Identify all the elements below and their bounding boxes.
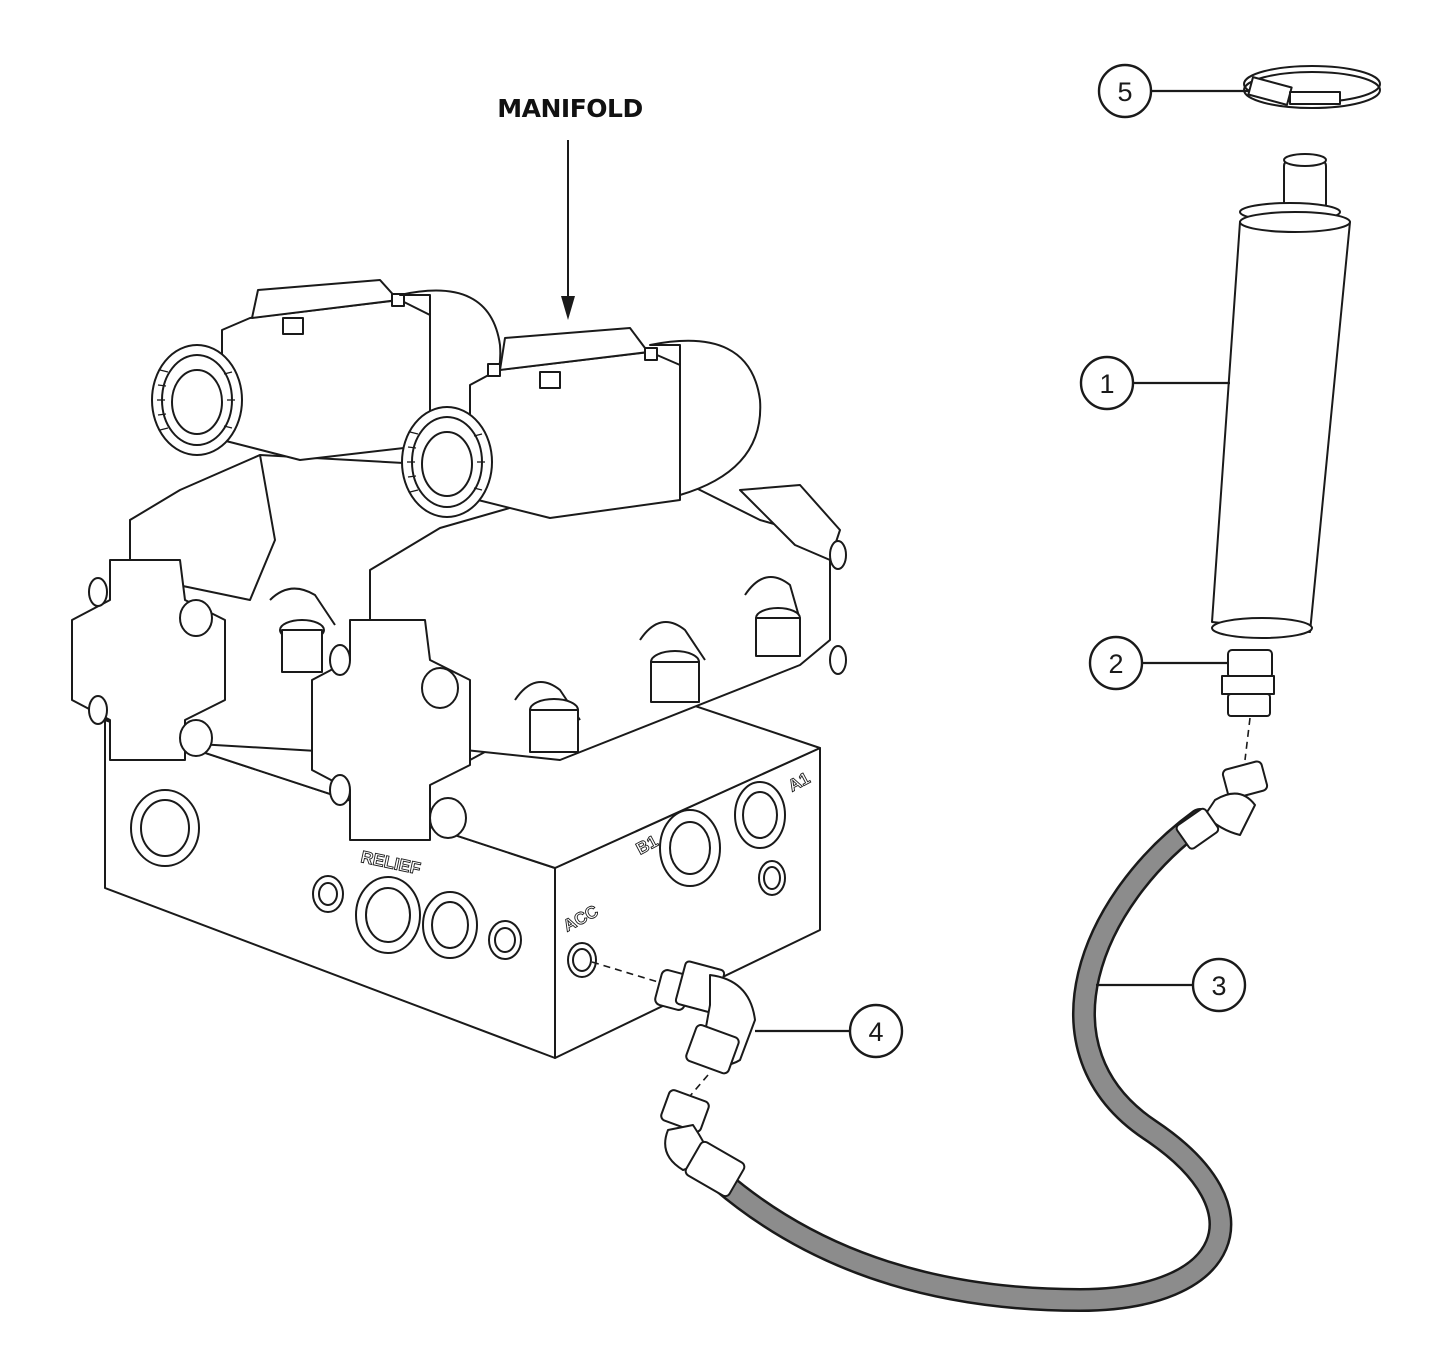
rear-solenoid (151, 279, 502, 461)
callout-circle (1097, 63, 1153, 119)
hose-clamp-part (1243, 65, 1381, 109)
filter-cartridge-part (1211, 153, 1351, 639)
front-solenoid (401, 327, 762, 519)
callout-circle (1191, 957, 1247, 1013)
callout-circle (1079, 355, 1135, 411)
hose-part (660, 760, 1269, 1313)
callout-5: 5 (1097, 63, 1250, 119)
callout-number: 1 (1099, 369, 1114, 399)
callout-circle (1088, 635, 1144, 691)
callout-number: 5 (1117, 77, 1132, 107)
callout-2: 2 (1088, 635, 1228, 691)
manifold-label: MANIFOLD (497, 94, 642, 123)
elbow-fitting-part (591, 960, 756, 1097)
front-valve-body (311, 479, 847, 841)
callout-number: 4 (868, 1017, 883, 1047)
callout-1: 1 (1079, 355, 1230, 411)
fitting-part (1221, 649, 1275, 761)
callout-number: 2 (1108, 649, 1123, 679)
manifold-assembly: RELIEF B1 A1 ACC (71, 279, 847, 1059)
manifold-pointer: MANIFOLD (497, 94, 643, 320)
callout-number: 3 (1211, 971, 1226, 1001)
callout-4: 4 (755, 1003, 904, 1059)
callout-3: 3 (1096, 957, 1247, 1013)
callout-circle (848, 1003, 904, 1059)
